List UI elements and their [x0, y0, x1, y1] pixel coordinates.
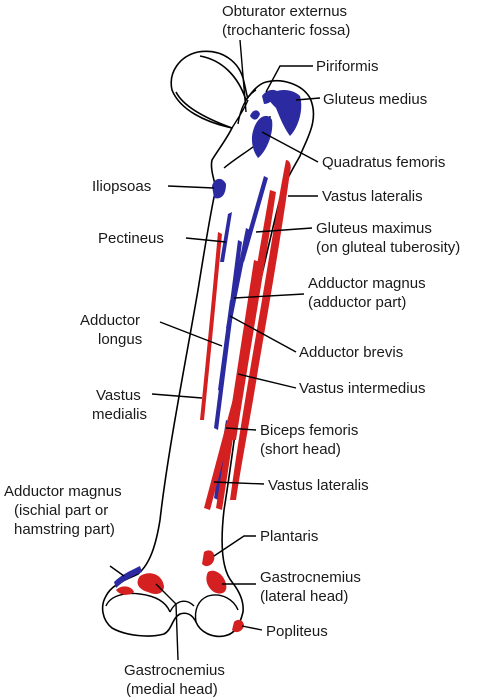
muscle-attachments [114, 89, 302, 633]
label-biceps-femoris-line2: (short head) [260, 441, 341, 458]
leader-adductor-magnus-ischial [109, 565, 125, 577]
labels: Obturator externus (trochanteric fossa) … [4, 3, 460, 698]
label-obturator-externus-line1: Obturator externus [222, 3, 347, 20]
label-gluteus-maximus-line1: Gluteus maximus [316, 220, 432, 237]
label-adductor-longus-line1: Adductor [80, 312, 140, 329]
plantaris-attachment [202, 550, 215, 567]
medial-condyle-line [105, 592, 171, 613]
label-vastus-lateralis-lower: Vastus lateralis [268, 477, 369, 494]
leader-vastus-lateralis-lower [213, 481, 265, 485]
gastrocnemius-medial-attachment [137, 573, 164, 594]
label-adductor-brevis: Adductor brevis [299, 344, 403, 361]
gastrocnemius-lateral-attachment [206, 570, 227, 594]
label-piriformis: Piriformis [316, 58, 379, 75]
label-iliopsoas: Iliopsoas [92, 178, 151, 195]
leader-gluteus-maximus [255, 227, 313, 233]
label-adductor-longus-line2: longus [98, 331, 142, 348]
label-biceps-femoris-line1: Biceps femoris [260, 422, 358, 439]
adductor-magnus-ischial-attachment [114, 566, 142, 588]
label-obturator-externus-line2: (trochanteric fossa) [222, 22, 350, 39]
gluteus-medius-attachment [268, 90, 302, 136]
label-adductor-magnus-ischial-line2: (ischial part or [14, 502, 108, 519]
leader-adductor-brevis [229, 315, 297, 353]
leader-quadratus-femoris [261, 131, 319, 163]
leader-plantaris [213, 535, 256, 557]
piriformis-attachment [262, 89, 278, 104]
lateral-condyle-line [194, 594, 239, 623]
leader-gluteus-medius [295, 97, 321, 101]
label-pectineus: Pectineus [98, 230, 164, 247]
obturator-externus-attachment [250, 110, 260, 120]
leader-obturator-externus [239, 39, 247, 113]
quadratus-femoris-attachment [251, 115, 273, 158]
leader-adductor-magnus [233, 293, 305, 299]
leader-popliteus [241, 625, 263, 631]
vastus-lateralis-attachment [230, 160, 291, 500]
label-vastus-medialis-line2: medialis [92, 406, 147, 423]
iliopsoas-attachment [212, 178, 226, 199]
label-adductor-magnus-line2: (adductor part) [308, 294, 406, 311]
leader-iliopsoas [167, 185, 215, 189]
label-gastrocnemius-lateral-line2: (lateral head) [260, 588, 348, 605]
label-quadratus-femoris: Quadratus femoris [322, 154, 445, 171]
leader-vastus-intermedius [237, 373, 297, 389]
leader-lines [109, 39, 321, 661]
label-vastus-medialis-line1: Vastus [96, 387, 141, 404]
label-vastus-intermedius: Vastus intermedius [299, 380, 425, 397]
label-gastrocnemius-lateral-line1: Gastrocnemius [260, 569, 361, 586]
vastus-lateralis-lower-attachment [204, 380, 244, 510]
trochanter-ridge [237, 89, 257, 125]
intercondylar-line [169, 600, 195, 613]
label-gluteus-medius: Gluteus medius [323, 91, 427, 108]
label-popliteus: Popliteus [266, 623, 328, 640]
leader-vastus-medialis [151, 393, 203, 399]
label-adductor-magnus-line1: Adductor magnus [308, 275, 426, 292]
label-gluteus-maximus-line2: (on gluteal tuberosity) [316, 239, 460, 256]
leader-piriformis [265, 65, 313, 93]
vastus-medialis-attachment [200, 232, 222, 420]
label-adductor-magnus-ischial-line1: Adductor magnus [4, 483, 122, 500]
leader-pectineus [185, 237, 227, 243]
label-adductor-magnus-ischial-line3: hamstring part) [14, 521, 115, 538]
leader-biceps-femoris [225, 427, 257, 431]
label-plantaris: Plantaris [260, 528, 318, 545]
popliteus-attachment [232, 619, 244, 633]
adductor-longus-attachment [218, 300, 234, 392]
label-vastus-lateralis-upper: Vastus lateralis [322, 188, 423, 205]
leader-adductor-longus [159, 321, 223, 347]
label-gastrocnemius-medial-line2: (medial head) [126, 681, 218, 698]
leader-gastrocnemius-medial [155, 583, 179, 661]
pectineus-attachment [220, 212, 232, 262]
medial-condyle-red-patch [116, 586, 134, 595]
label-gastrocnemius-medial-line1: Gastrocnemius [124, 662, 225, 679]
